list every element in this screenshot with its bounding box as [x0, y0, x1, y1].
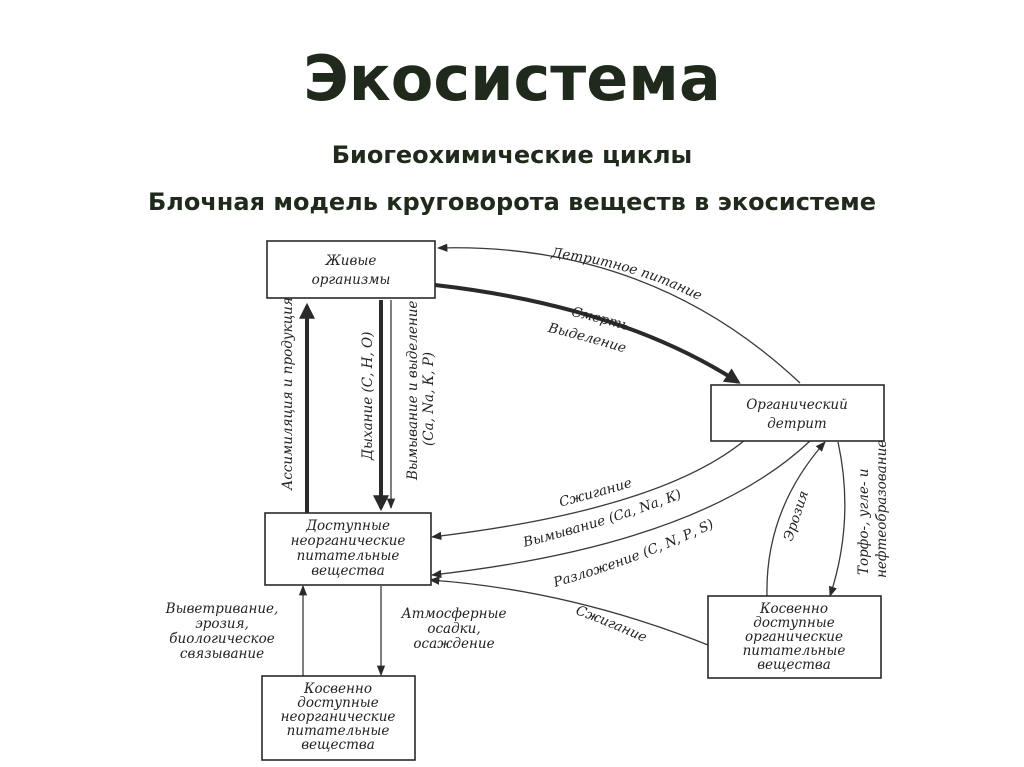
box-available-line: неорганические [291, 533, 406, 549]
box-living-line: Живые [325, 253, 377, 269]
box-available-line: Доступные [305, 518, 390, 534]
box-indirect-inorganic-line: питательные [287, 723, 390, 739]
slide-subtitle-model: Блочная модель круговорота веществ в эко… [147, 188, 877, 216]
label-erosion: Эрозия [781, 489, 812, 544]
svg-text:эрозия,: эрозия, [195, 616, 249, 632]
flow-arrows [298, 243, 846, 677]
svg-text:связывание: связывание [180, 646, 264, 662]
box-living-organisms: Живые организмы [266, 240, 436, 299]
label-weathering: Выветривание, эрозия, биологическое связ… [165, 601, 279, 662]
svg-text:Атмосферные: Атмосферные [401, 606, 507, 622]
box-detritus-line: Органический [746, 397, 848, 413]
box-indirect-inorganic-line: Косвенно [303, 681, 372, 697]
box-indirect-inorganic-line: вещества [301, 737, 375, 753]
slide-title: Экосистема [303, 42, 721, 115]
box-indirect-inorganic: Косвенно доступные неорганические питате… [261, 675, 416, 761]
slide-subtitle: Биогеохимические циклы [331, 141, 693, 169]
box-indirect-organic-line: доступные [753, 615, 834, 631]
label-burning-1: Сжигание [557, 475, 633, 510]
label-respiration: Дыхание (С, Н, О) [360, 332, 376, 461]
label-burning-2: Сжигание [574, 603, 650, 646]
box-organic-detritus: Органический детрит [710, 384, 885, 442]
box-indirect-inorganic-line: доступные [297, 695, 378, 711]
box-available-line: питательные [297, 548, 400, 564]
box-available-inorganic: Доступные неорганические питательные вещ… [264, 512, 432, 586]
box-living-line: организмы [312, 272, 391, 288]
box-indirect-inorganic-line: неорганические [281, 709, 396, 725]
box-indirect-organic-line: вещества [757, 657, 831, 673]
label-detrital-feeding: Детритное питание [550, 245, 705, 304]
box-available-line: вещества [311, 563, 385, 579]
box-indirect-organic-line: органические [745, 629, 843, 645]
label-atmospheric: Атмосферные осадки, осаждение [401, 606, 507, 652]
svg-text:осаждение: осаждение [413, 636, 494, 652]
label-assimilation: Ассимиляция и продукция [280, 297, 296, 491]
svg-text:Выветривание,: Выветривание, [165, 601, 279, 617]
svg-text:биологическое: биологическое [169, 631, 274, 647]
box-indirect-organic: Косвенно доступные органические питатель… [707, 595, 882, 679]
box-detritus-line: детрит [767, 416, 826, 432]
svg-text:осадки,: осадки, [427, 621, 480, 637]
box-indirect-organic-line: Косвенно [759, 601, 828, 617]
label-leaching-excretion: Вымывание и выделение [405, 301, 421, 481]
label-oil-formation: нефтеобразование [874, 440, 890, 578]
label-peat-formation: Торфо-, угле- и [856, 469, 872, 575]
box-indirect-organic-line: питательные [743, 643, 846, 659]
label-leaching-excretion-elements: (Са, Na, К, Р) [421, 352, 437, 446]
